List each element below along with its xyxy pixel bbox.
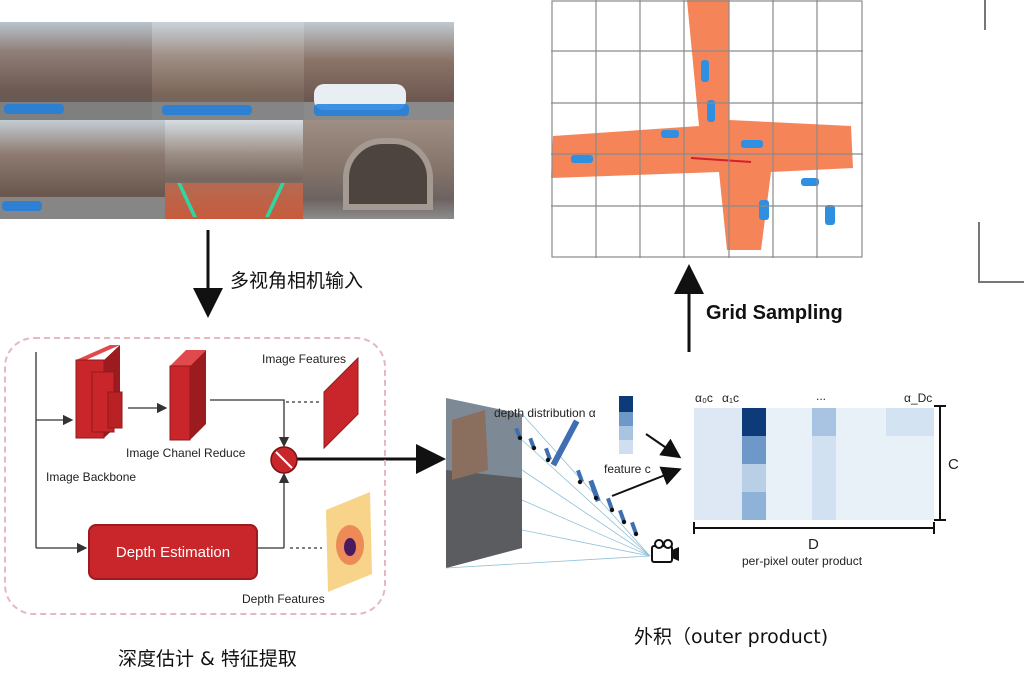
label-depth-feature-extraction: 深度估计 & 特征提取 <box>118 648 297 670</box>
frustum-image <box>446 398 522 568</box>
camera-mosaic <box>0 22 454 219</box>
label-outer-product: 外积（outer product) <box>634 626 829 648</box>
feature-vector <box>619 396 633 454</box>
camera-back-right <box>303 120 454 219</box>
label-depth-features: Depth Features <box>242 592 325 606</box>
label-image-backbone: Image Backbone <box>46 470 137 484</box>
depth-features-map <box>326 492 372 592</box>
depth-estimation-block: Depth Estimation <box>88 524 258 580</box>
label-multi-camera-input: 多视角相机输入 <box>230 270 364 292</box>
camera-back <box>165 120 303 219</box>
image-features-block <box>323 356 359 450</box>
image-backbone-block <box>75 345 123 439</box>
camera-icon <box>651 539 679 563</box>
camera-front <box>152 22 304 120</box>
multiply-op-icon <box>270 446 298 474</box>
bev-road <box>551 0 853 250</box>
label-image-channel-reduce: Image Chanel Reduce <box>126 446 246 460</box>
frame-fragment <box>978 281 1024 283</box>
label-col-a0: α₀c <box>695 391 713 405</box>
label-outer-caption: per-pixel outer product <box>742 554 863 568</box>
frame-fragment <box>978 222 980 282</box>
label-col-a1: α₁c <box>722 391 739 405</box>
camera-front-left <box>0 22 152 120</box>
bev-grid <box>551 0 863 258</box>
pipeline-frame <box>4 337 386 615</box>
label-image-features: Image Features <box>262 352 347 366</box>
channel-reduce-block <box>169 350 206 441</box>
label-col-aD: α_Dc <box>904 391 933 405</box>
camera-back-left <box>0 120 165 219</box>
frame-fragment <box>984 0 986 30</box>
label-ellipsis: ... <box>816 389 827 403</box>
label-depth-distribution: depth distribution α <box>494 406 596 420</box>
outer-product-heatmap <box>694 408 934 520</box>
camera-front-right <box>304 22 454 120</box>
label-axis-c: C <box>948 456 959 473</box>
label-grid-sampling: Grid Sampling <box>706 302 843 324</box>
label-axis-d: D <box>808 536 819 553</box>
label-feature-c: feature c <box>604 462 651 476</box>
